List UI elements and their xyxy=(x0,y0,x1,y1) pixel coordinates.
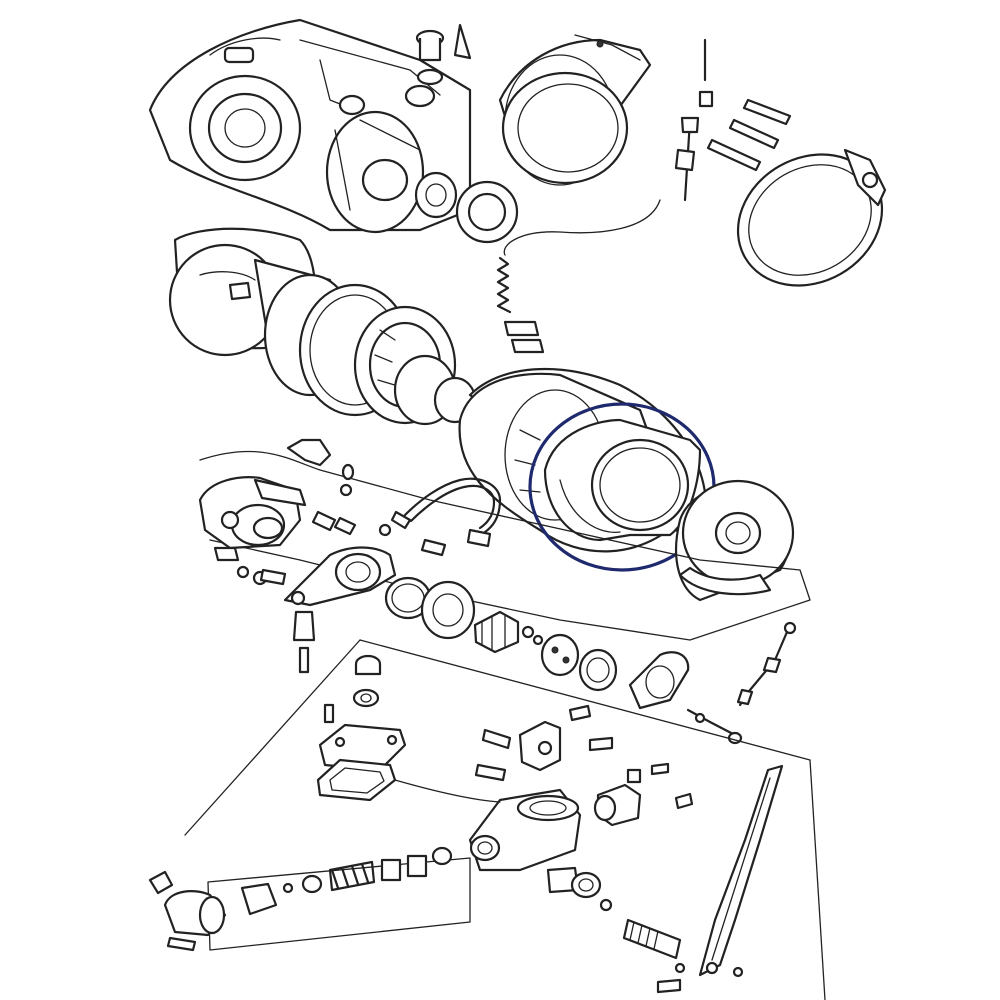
small-fasteners-mid xyxy=(236,510,357,586)
valve-body xyxy=(394,779,582,872)
elbow-fitting xyxy=(148,870,227,952)
disc-and-rings xyxy=(540,633,690,710)
drum-base-plate xyxy=(199,450,811,641)
control-lever xyxy=(656,764,784,994)
pins-and-rods xyxy=(674,38,792,202)
valve-upper-block xyxy=(474,704,614,782)
clutch-housing xyxy=(198,476,307,562)
tension-spring xyxy=(496,256,545,354)
valve-cover-plate xyxy=(316,723,407,802)
gear-housing xyxy=(148,18,472,234)
cable-drum xyxy=(168,227,477,426)
small-bracket xyxy=(286,438,355,497)
highlighted-bushing xyxy=(543,418,702,542)
left-pins xyxy=(292,610,316,674)
valve-internals-row xyxy=(207,846,471,951)
filler-plug xyxy=(323,654,382,724)
bearing-lower xyxy=(384,576,476,640)
gear-coupler xyxy=(473,610,544,654)
top-fittings xyxy=(415,23,472,86)
lower-frame-outline xyxy=(184,639,826,1000)
control-wire xyxy=(503,199,661,256)
lower-bushings xyxy=(546,866,613,912)
right-linkage xyxy=(686,621,797,745)
clutch-lever-arm xyxy=(283,546,397,607)
brake-band-upper xyxy=(498,34,652,186)
bearing-seal-upper xyxy=(414,171,519,244)
valve-side-fitting xyxy=(593,762,694,827)
hydraulic-hose xyxy=(378,477,502,557)
drum-end-flange xyxy=(675,479,795,602)
brake-band-ring xyxy=(736,148,887,287)
splined-shaft xyxy=(622,918,686,974)
